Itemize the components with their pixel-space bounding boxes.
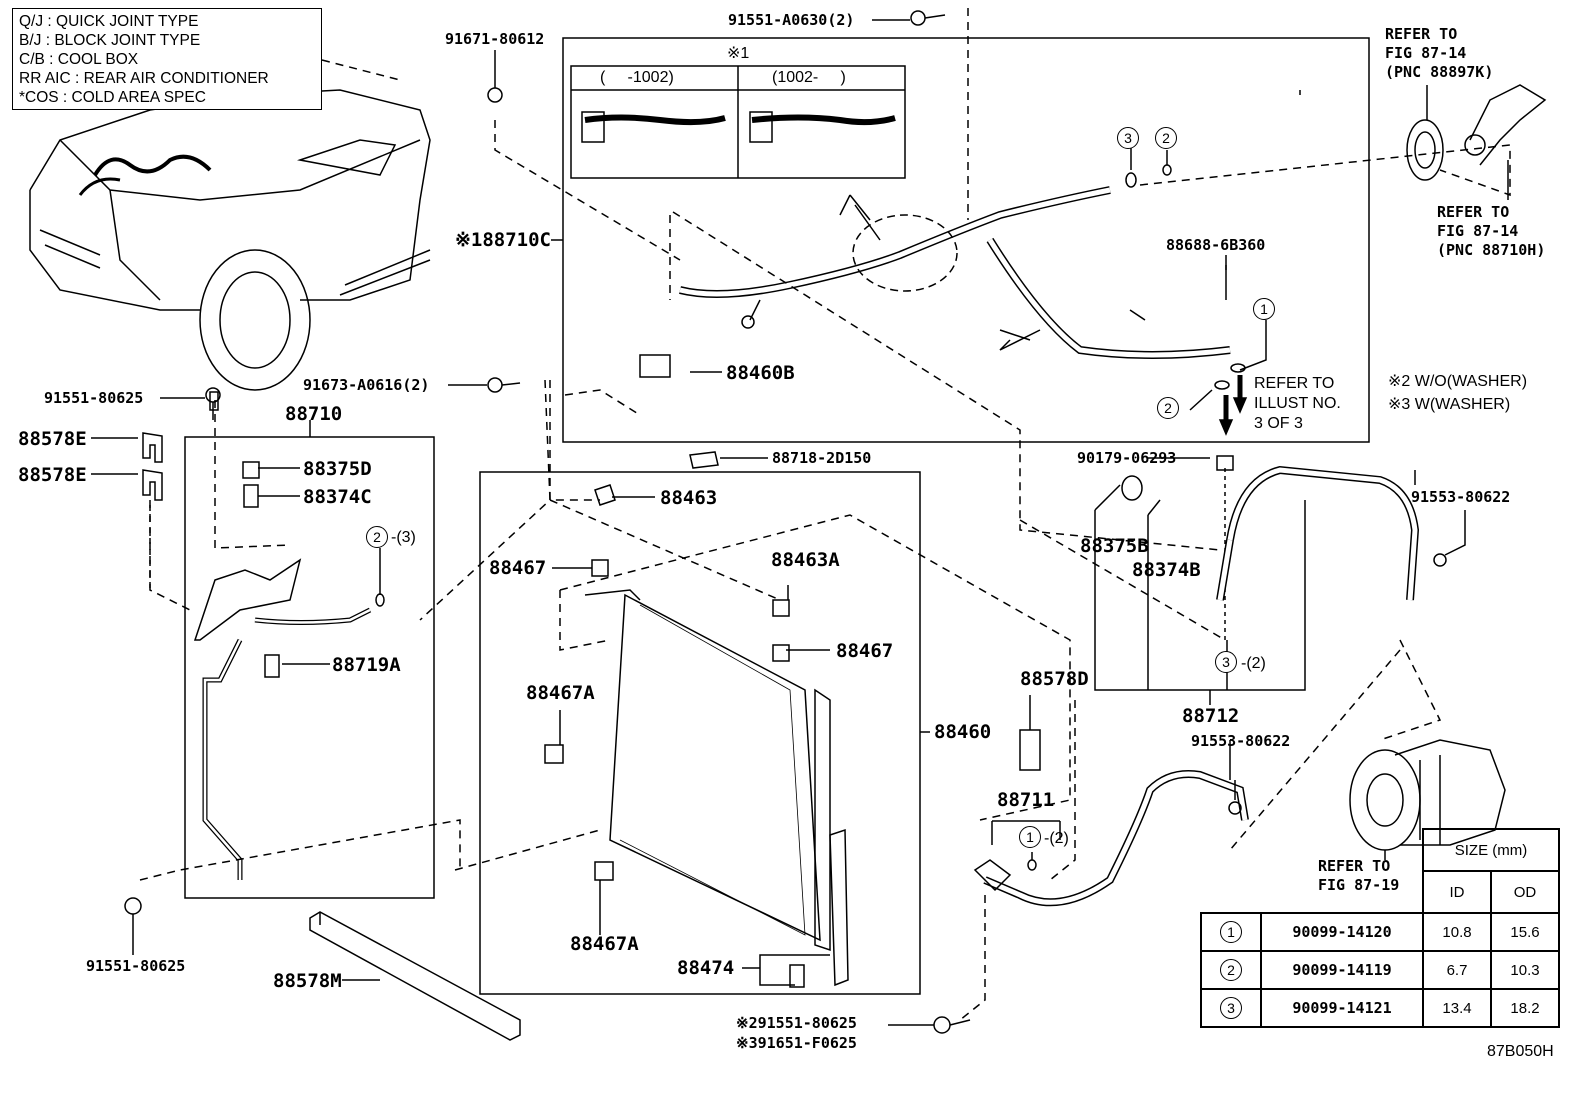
note-without-washer: ※2 W/O(WASHER) — [1388, 373, 1528, 390]
o-ring-od: 18.2 — [1490, 988, 1560, 1028]
part-label-88711[interactable]: 88711 — [997, 789, 1055, 811]
callout-quantity: -(2) — [1044, 830, 1069, 847]
o-ring-part-number[interactable]: 90099-14119 — [1260, 950, 1424, 990]
part-label-91551-80625-bottom[interactable]: 91551-80625 — [86, 957, 186, 975]
callout-o-ring-1: 1 — [1019, 826, 1041, 848]
part-label-88718-2D150[interactable]: 88718-2D150 — [772, 449, 872, 467]
o-ring-part-number[interactable]: 90099-14120 — [1260, 912, 1424, 952]
o-ring-id: 6.7 — [1422, 950, 1492, 990]
reference-fig-87-14-88897K[interactable]: REFER TO FIG 87-14 (PNC 88897K) — [1385, 25, 1494, 81]
part-label-88467A-bottom[interactable]: 88467A — [570, 933, 639, 955]
part-label-90179-06293[interactable]: 90179-06293 — [1077, 449, 1177, 467]
refer-illust-note[interactable]: REFER TO ILLUST NO. 3 OF 3 — [1254, 375, 1341, 432]
part-label-88374B[interactable]: 88374B — [1132, 559, 1201, 581]
inset-col-right: (1002- ) — [772, 69, 846, 86]
table-row[interactable]: 3 90099-14121 13.4 18.2 — [1200, 988, 1560, 1028]
table-row[interactable]: 1 90099-14120 10.8 15.6 — [1200, 912, 1560, 952]
legend-line: *COS : COLD AREA SPEC — [19, 89, 206, 106]
part-label-88374C[interactable]: 88374C — [303, 486, 372, 508]
legend-line: RR AIC : REAR AIR CONDITIONER — [19, 70, 269, 87]
part-label-88460B[interactable]: 88460B — [726, 362, 795, 384]
part-label-88712[interactable]: 88712 — [1182, 705, 1240, 727]
callout-o-ring-3: 3 — [1117, 127, 1139, 149]
part-label-291551-80625[interactable]: ※291551-80625 — [736, 1014, 857, 1032]
part-label-91673-A0616[interactable]: 91673-A0616(2) — [303, 376, 430, 394]
part-label-391651-F0625[interactable]: ※391651-F0625 — [736, 1034, 857, 1052]
size-col-od: OD — [1490, 870, 1560, 914]
callout-o-ring-1: 1 — [1253, 298, 1275, 320]
part-label-88375D[interactable]: 88375D — [303, 458, 372, 480]
o-ring-id: 10.8 — [1422, 912, 1492, 952]
reference-fig-87-14-88710H[interactable]: REFER TO FIG 87-14 (PNC 88710H) — [1437, 203, 1546, 259]
part-label-91553-80622-a[interactable]: 91553-80622 — [1411, 488, 1511, 506]
part-label-88467A-top[interactable]: 88467A — [526, 682, 595, 704]
part-label-88463A[interactable]: 88463A — [771, 549, 840, 571]
part-label-91551-80625-top[interactable]: 91551-80625 — [44, 389, 144, 407]
callout-o-ring-2: 2 — [1220, 959, 1242, 981]
callout-o-ring-2: 2 — [1157, 397, 1179, 419]
o-ring-id: 13.4 — [1422, 988, 1492, 1028]
part-label-188710C[interactable]: ※188710C — [455, 229, 551, 251]
condenser-core — [609, 593, 821, 942]
part-label-88460[interactable]: 88460 — [934, 721, 992, 743]
part-label-88467-mid[interactable]: 88467 — [836, 640, 894, 662]
part-label-91553-80622-b[interactable]: 91553-80622 — [1191, 732, 1291, 750]
condenser-assembly-frame — [479, 471, 921, 995]
part-label-91551-A0630[interactable]: 91551-A0630(2) — [728, 11, 855, 29]
legend-line: C/B : COOL BOX — [19, 51, 139, 68]
size-header: SIZE (mm) — [1422, 828, 1560, 872]
vehicle-illustration — [29, 89, 431, 391]
part-label-88474[interactable]: 88474 — [677, 957, 735, 979]
o-ring-od: 15.6 — [1490, 912, 1560, 952]
callout-o-ring-3: 3 — [1220, 997, 1242, 1019]
part-label-88578M[interactable]: 88578M — [273, 970, 342, 992]
callout-o-ring-3: 3 — [1215, 651, 1237, 673]
part-label-88463[interactable]: 88463 — [660, 487, 718, 509]
part-label-88578E-2[interactable]: 88578E — [18, 464, 87, 486]
legend-line: B/J : BLOCK JOINT TYPE — [19, 32, 201, 49]
callout-o-ring-2: 2 — [1155, 127, 1177, 149]
note-with-washer: ※3 W(WASHER) — [1388, 396, 1511, 413]
inset-col-left: ( -1002) — [600, 69, 674, 86]
callout-quantity: -(3) — [391, 529, 416, 546]
abbreviation-legend: Q/J : QUICK JOINT TYPE B/J : BLOCK JOINT… — [12, 8, 322, 110]
part-label-88688-6B360[interactable]: 88688-6B360 — [1166, 236, 1266, 254]
o-ring-size-table: SIZE (mm) ID OD 1 90099-14120 10.8 15.6 … — [1200, 828, 1560, 1028]
callout-o-ring-2: 2 — [366, 526, 388, 548]
part-label-91671-80612[interactable]: 91671-80612 — [445, 30, 545, 48]
o-ring-od: 10.3 — [1490, 950, 1560, 990]
part-label-88710[interactable]: 88710 — [285, 403, 343, 425]
o-ring-part-number[interactable]: 90099-14121 — [1260, 988, 1424, 1028]
part-label-88578E-1[interactable]: 88578E — [18, 428, 87, 450]
part-label-88578D[interactable]: 88578D — [1020, 668, 1089, 690]
callout-quantity: -(2) — [1241, 655, 1266, 672]
inset-note-mark: ※1 — [727, 45, 750, 62]
size-col-id: ID — [1422, 870, 1492, 914]
part-label-88467-top[interactable]: 88467 — [489, 557, 547, 579]
table-row[interactable]: 2 90099-14119 6.7 10.3 — [1200, 950, 1560, 990]
callout-o-ring-1: 1 — [1220, 921, 1242, 943]
part-label-88375B[interactable]: 88375B — [1080, 535, 1149, 557]
figure-code: 87B050H — [1487, 1043, 1554, 1060]
part-label-88719A[interactable]: 88719A — [332, 654, 401, 676]
legend-line: Q/J : QUICK JOINT TYPE — [19, 13, 199, 30]
reference-fig-87-19[interactable]: REFER TO FIG 87-19 — [1318, 857, 1400, 894]
